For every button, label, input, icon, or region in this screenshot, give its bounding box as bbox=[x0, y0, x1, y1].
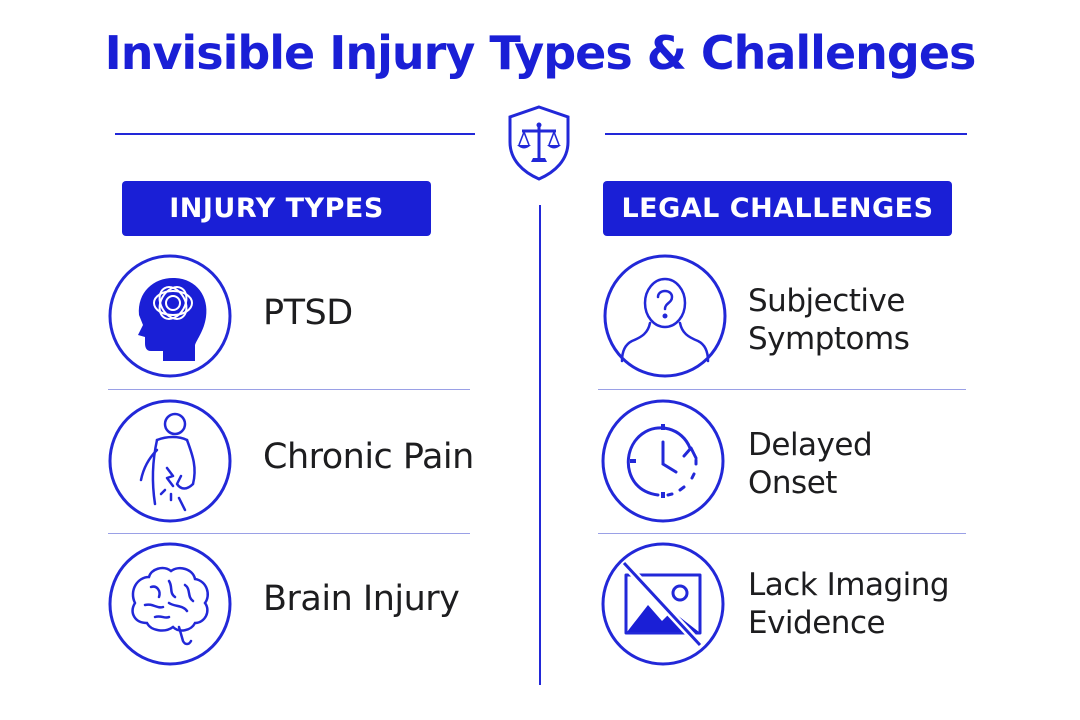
separator bbox=[598, 533, 966, 534]
challenge-label-lack-imaging-evidence: Lack Imaging Evidence bbox=[748, 567, 950, 641]
challenge-label-delayed-onset: Delayed Onset bbox=[748, 427, 873, 501]
title-rule-right bbox=[605, 133, 967, 135]
challenge-label-subjective-symptoms: Subjective Symptoms bbox=[748, 283, 910, 357]
person-question-icon bbox=[602, 253, 728, 379]
clock-delay-icon bbox=[600, 398, 726, 524]
separator bbox=[598, 389, 966, 390]
brain-icon bbox=[107, 541, 233, 667]
injury-types-heading: INJURY TYPES bbox=[122, 181, 431, 236]
separator bbox=[108, 389, 470, 390]
head-tangled-mind-icon bbox=[107, 253, 233, 379]
title-rule-left bbox=[115, 133, 475, 135]
injury-label-ptsd: PTSD bbox=[263, 293, 353, 333]
column-divider bbox=[539, 205, 541, 685]
page-title: Invisible Injury Types & Challenges bbox=[104, 26, 977, 80]
legal-challenges-heading: LEGAL CHALLENGES bbox=[603, 181, 952, 236]
injury-label-brain-injury: Brain Injury bbox=[263, 579, 460, 619]
back-pain-icon bbox=[107, 398, 233, 524]
no-image-icon bbox=[600, 541, 726, 667]
scales-of-justice-shield-icon bbox=[508, 105, 570, 181]
separator bbox=[108, 533, 470, 534]
injury-label-chronic-pain: Chronic Pain bbox=[263, 437, 474, 477]
